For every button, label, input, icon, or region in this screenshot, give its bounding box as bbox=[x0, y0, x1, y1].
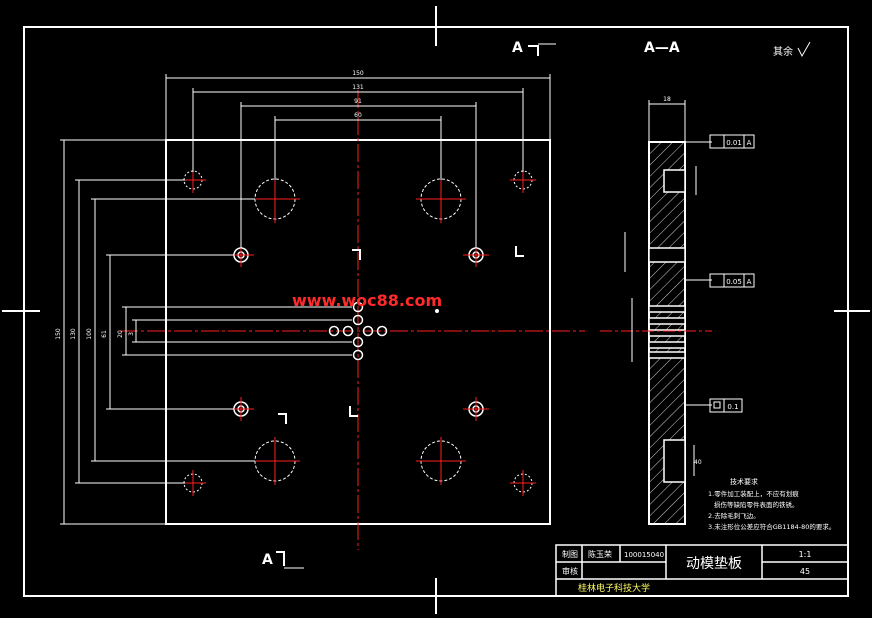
tb-school: 桂林电子科技大学 bbox=[578, 582, 650, 594]
roughness-symbol-icon bbox=[797, 41, 811, 58]
tb-material: 45 bbox=[800, 567, 810, 576]
tolerance-frame-flat: 0.1 bbox=[709, 398, 743, 413]
ejector-holes bbox=[328, 301, 388, 361]
tb-drawn-name: 陈玉荣 bbox=[588, 549, 612, 559]
section-arrow-bottom bbox=[276, 551, 304, 569]
top-dimensions bbox=[165, 74, 551, 248]
section-view-label: A—A bbox=[644, 40, 680, 56]
section-dimensions bbox=[624, 100, 712, 476]
dim-w-mid: 91 bbox=[354, 98, 362, 105]
hole-dim-label: 40 bbox=[694, 459, 702, 466]
watermark: www.woc88.com bbox=[292, 291, 442, 310]
tolerance-frame-parallel: 0.01 A bbox=[709, 134, 755, 149]
section-arrow-top bbox=[528, 43, 556, 56]
dim-h-d: 20 bbox=[117, 330, 124, 338]
section-ejector-slots bbox=[648, 305, 686, 359]
notes-title: 技术要求 bbox=[730, 477, 758, 486]
section-label-top: A bbox=[512, 40, 523, 56]
section-cavity-bottom bbox=[663, 439, 686, 483]
centering-marks bbox=[2, 6, 870, 614]
guide-hole-centers bbox=[250, 175, 466, 485]
tb-scale: 1:1 bbox=[799, 550, 812, 559]
section-thickness: 18 bbox=[663, 96, 671, 103]
plate-outline bbox=[165, 139, 551, 525]
tb-drawn-label: 制图 bbox=[562, 549, 578, 559]
left-dimensions bbox=[60, 139, 352, 525]
corner-markers bbox=[278, 246, 524, 424]
section-cavity-mid bbox=[648, 247, 686, 263]
dim-h-total: 150 bbox=[55, 328, 62, 340]
section-label-bottom: A bbox=[262, 552, 273, 568]
note-line-1: 1.零件加工装配上，不应有划痕 bbox=[708, 489, 799, 498]
dim-h-e: 3 bbox=[128, 332, 135, 336]
note-line-4: 3.未注形位公差应符合GB1184-80的要求。 bbox=[708, 522, 835, 531]
dim-w-holes: 131 bbox=[352, 84, 364, 91]
dim-w-inner: 60 bbox=[354, 112, 362, 119]
tb-check-label: 审核 bbox=[562, 566, 578, 576]
tb-student-id: 100015040 bbox=[624, 551, 664, 559]
title-block bbox=[555, 544, 849, 597]
note-line-3: 2.去除毛刺飞边。 bbox=[708, 511, 760, 520]
tb-part-name: 动模垫板 bbox=[686, 556, 742, 572]
dim-h-c: 61 bbox=[101, 330, 108, 338]
tol-perp-datum: A bbox=[747, 278, 752, 286]
tol-parallel-datum: A bbox=[747, 139, 752, 147]
roughness-note: 其余 bbox=[773, 45, 793, 58]
tolerance-frame-perp: 0.05 A bbox=[709, 273, 755, 288]
dim-h-a: 130 bbox=[70, 328, 77, 340]
small-dot bbox=[435, 309, 439, 313]
section-cavity-top bbox=[663, 169, 686, 193]
dim-w-outer: 150 bbox=[352, 70, 364, 77]
tol-flat-value: 0.1 bbox=[727, 403, 738, 411]
dim-h-b: 100 bbox=[86, 328, 93, 340]
tol-parallel-value: 0.01 bbox=[726, 139, 742, 147]
note-line-2: 损伤等缺陷零件表面的铁锈。 bbox=[714, 500, 799, 509]
tol-perp-value: 0.05 bbox=[726, 278, 742, 286]
